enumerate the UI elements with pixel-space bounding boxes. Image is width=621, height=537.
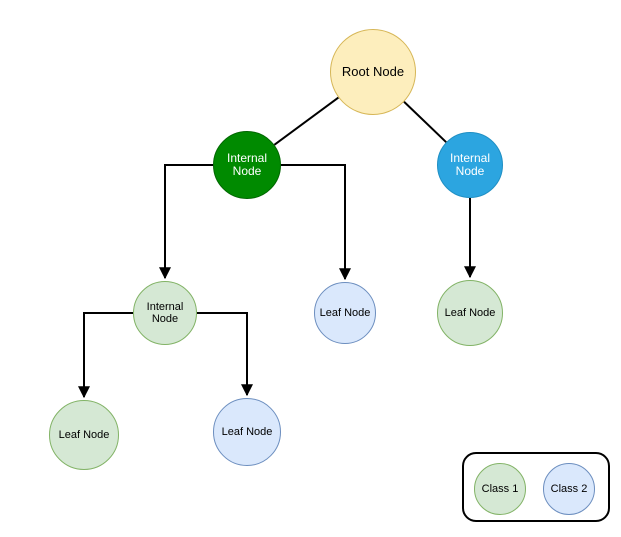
edge-green-to-leafblue <box>281 164 351 281</box>
legend-item-label: Class 2 <box>550 483 588 495</box>
edge-lightgreen-to-leafgreen <box>78 312 133 399</box>
node-internal-green[interactable]: Internal Node <box>213 131 281 199</box>
edge-root-to-green <box>273 96 339 146</box>
node-label: Leaf Node <box>221 425 273 438</box>
node-internal-lightgreen[interactable]: Internal Node <box>133 281 197 345</box>
node-leaf-bottom-green[interactable]: Leaf Node <box>49 400 119 470</box>
legend-item-class-1[interactable]: Class 1 <box>474 463 526 515</box>
node-label: Leaf Node <box>319 306 371 319</box>
edge-root-to-blue <box>403 101 447 143</box>
node-leaf-bottom-blue[interactable]: Leaf Node <box>213 398 281 466</box>
node-leaf-right-green[interactable]: Leaf Node <box>437 280 503 346</box>
edges-group <box>78 96 476 399</box>
node-label: Leaf Node <box>58 428 110 441</box>
node-label: Root Node <box>341 63 405 79</box>
node-internal-blue[interactable]: Internal Node <box>437 132 503 198</box>
node-root[interactable]: Root Node <box>330 29 416 115</box>
node-label: Internal Node <box>146 300 184 325</box>
legend: Class 1 Class 2 <box>462 452 610 522</box>
edge-green-to-lightgreen <box>159 164 213 280</box>
legend-item-label: Class 1 <box>481 483 519 495</box>
node-label: Leaf Node <box>444 306 496 319</box>
edge-lightgreen-to-leafblue <box>197 312 253 397</box>
node-label: Internal Node <box>226 150 268 178</box>
node-label: Internal Node <box>449 150 491 178</box>
legend-item-class-2[interactable]: Class 2 <box>543 463 595 515</box>
node-leaf-mid-blue[interactable]: Leaf Node <box>314 282 376 344</box>
